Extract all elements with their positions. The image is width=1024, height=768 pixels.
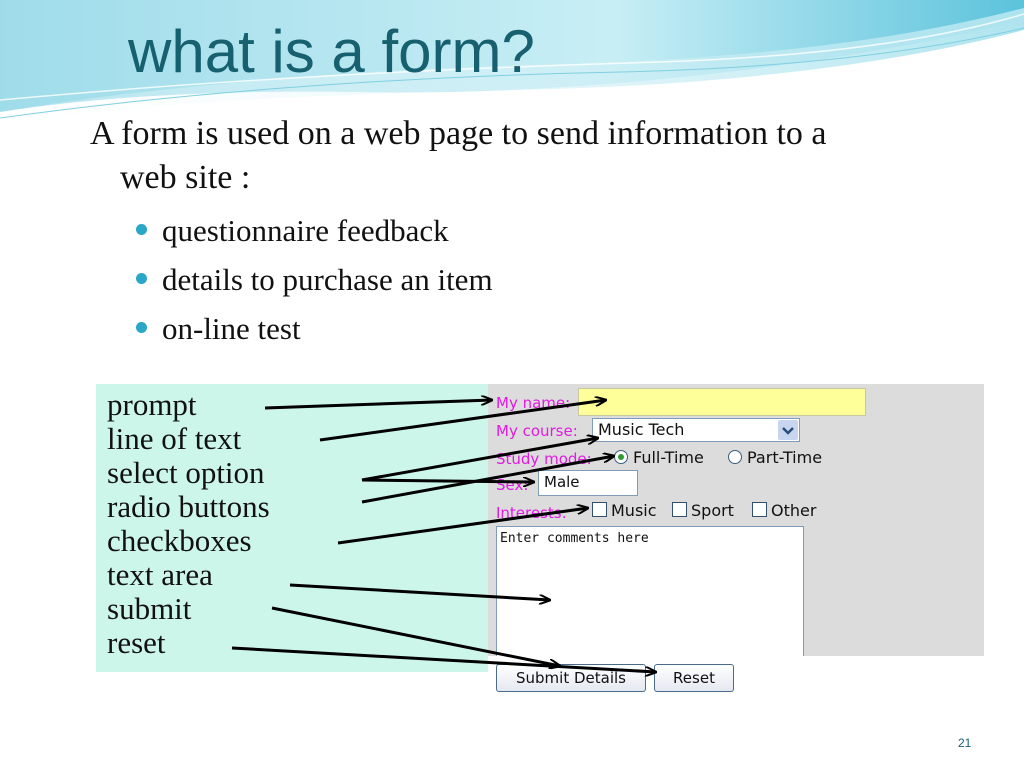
bullet-item: questionnaire feedback	[136, 206, 493, 255]
bullet-item: on-line test	[136, 304, 493, 353]
label-submit: submit	[107, 591, 192, 626]
radio-parttime[interactable]	[728, 450, 742, 464]
label-checkboxes: checkboxes	[107, 523, 252, 558]
checkbox-music-label: Music	[611, 501, 657, 520]
sex-input-value: Male	[544, 473, 580, 491]
label-radio-buttons: radio buttons	[107, 489, 270, 524]
checkbox-other-label: Other	[771, 501, 817, 520]
course-prompt: My course:	[496, 422, 578, 440]
bullet-dot-icon	[136, 322, 147, 333]
comments-textarea[interactable]: Enter comments here	[496, 526, 804, 660]
form-element-labels: prompt line of text select option radio …	[107, 388, 270, 660]
comments-text: Enter comments here	[500, 531, 649, 546]
label-reset: reset	[107, 625, 166, 660]
sex-prompt: Sex:	[496, 476, 529, 494]
label-prompt: prompt	[107, 387, 197, 422]
checkbox-other[interactable]	[752, 502, 767, 517]
checkbox-sport[interactable]	[672, 502, 687, 517]
name-prompt: My name:	[496, 394, 571, 412]
bullet-dot-icon	[136, 224, 147, 235]
chevron-down-icon[interactable]	[778, 420, 798, 440]
intro-text: A form is used on a web page to send inf…	[90, 112, 970, 200]
course-select-value: Music Tech	[598, 420, 685, 439]
course-select[interactable]: Music Tech	[592, 418, 800, 442]
button-strip: Submit Details Reset	[488, 656, 984, 702]
slide-title: what is a form?	[128, 18, 535, 85]
name-input[interactable]	[578, 388, 866, 416]
radio-parttime-label: Part-Time	[747, 448, 823, 467]
interests-prompt: Interests:	[496, 504, 567, 522]
bullet-list: questionnaire feedback details to purcha…	[136, 206, 493, 353]
example-form-screenshot: My name: My course: Music Tech Study mod…	[488, 384, 984, 702]
label-text-area: text area	[107, 557, 213, 592]
study-mode-prompt: Study mode:	[496, 450, 592, 468]
bullet-dot-icon	[136, 273, 147, 284]
page-number: 21	[958, 736, 972, 750]
radio-fulltime[interactable]	[614, 450, 628, 464]
label-line-of-text: line of text	[107, 421, 242, 456]
checkbox-sport-label: Sport	[691, 501, 734, 520]
radio-fulltime-label: Full-Time	[633, 448, 704, 467]
intro-line-2: web site :	[120, 159, 251, 196]
submit-button[interactable]: Submit Details	[496, 664, 646, 692]
reset-button[interactable]: Reset	[654, 664, 734, 692]
label-select-option: select option	[107, 455, 265, 490]
checkbox-music[interactable]	[592, 502, 607, 517]
intro-line-1: A form is used on a web page to send inf…	[90, 115, 827, 152]
header-swoosh-decoration	[0, 0, 1024, 126]
sex-input[interactable]: Male	[538, 470, 638, 496]
bullet-item: details to purchase an item	[136, 255, 493, 304]
